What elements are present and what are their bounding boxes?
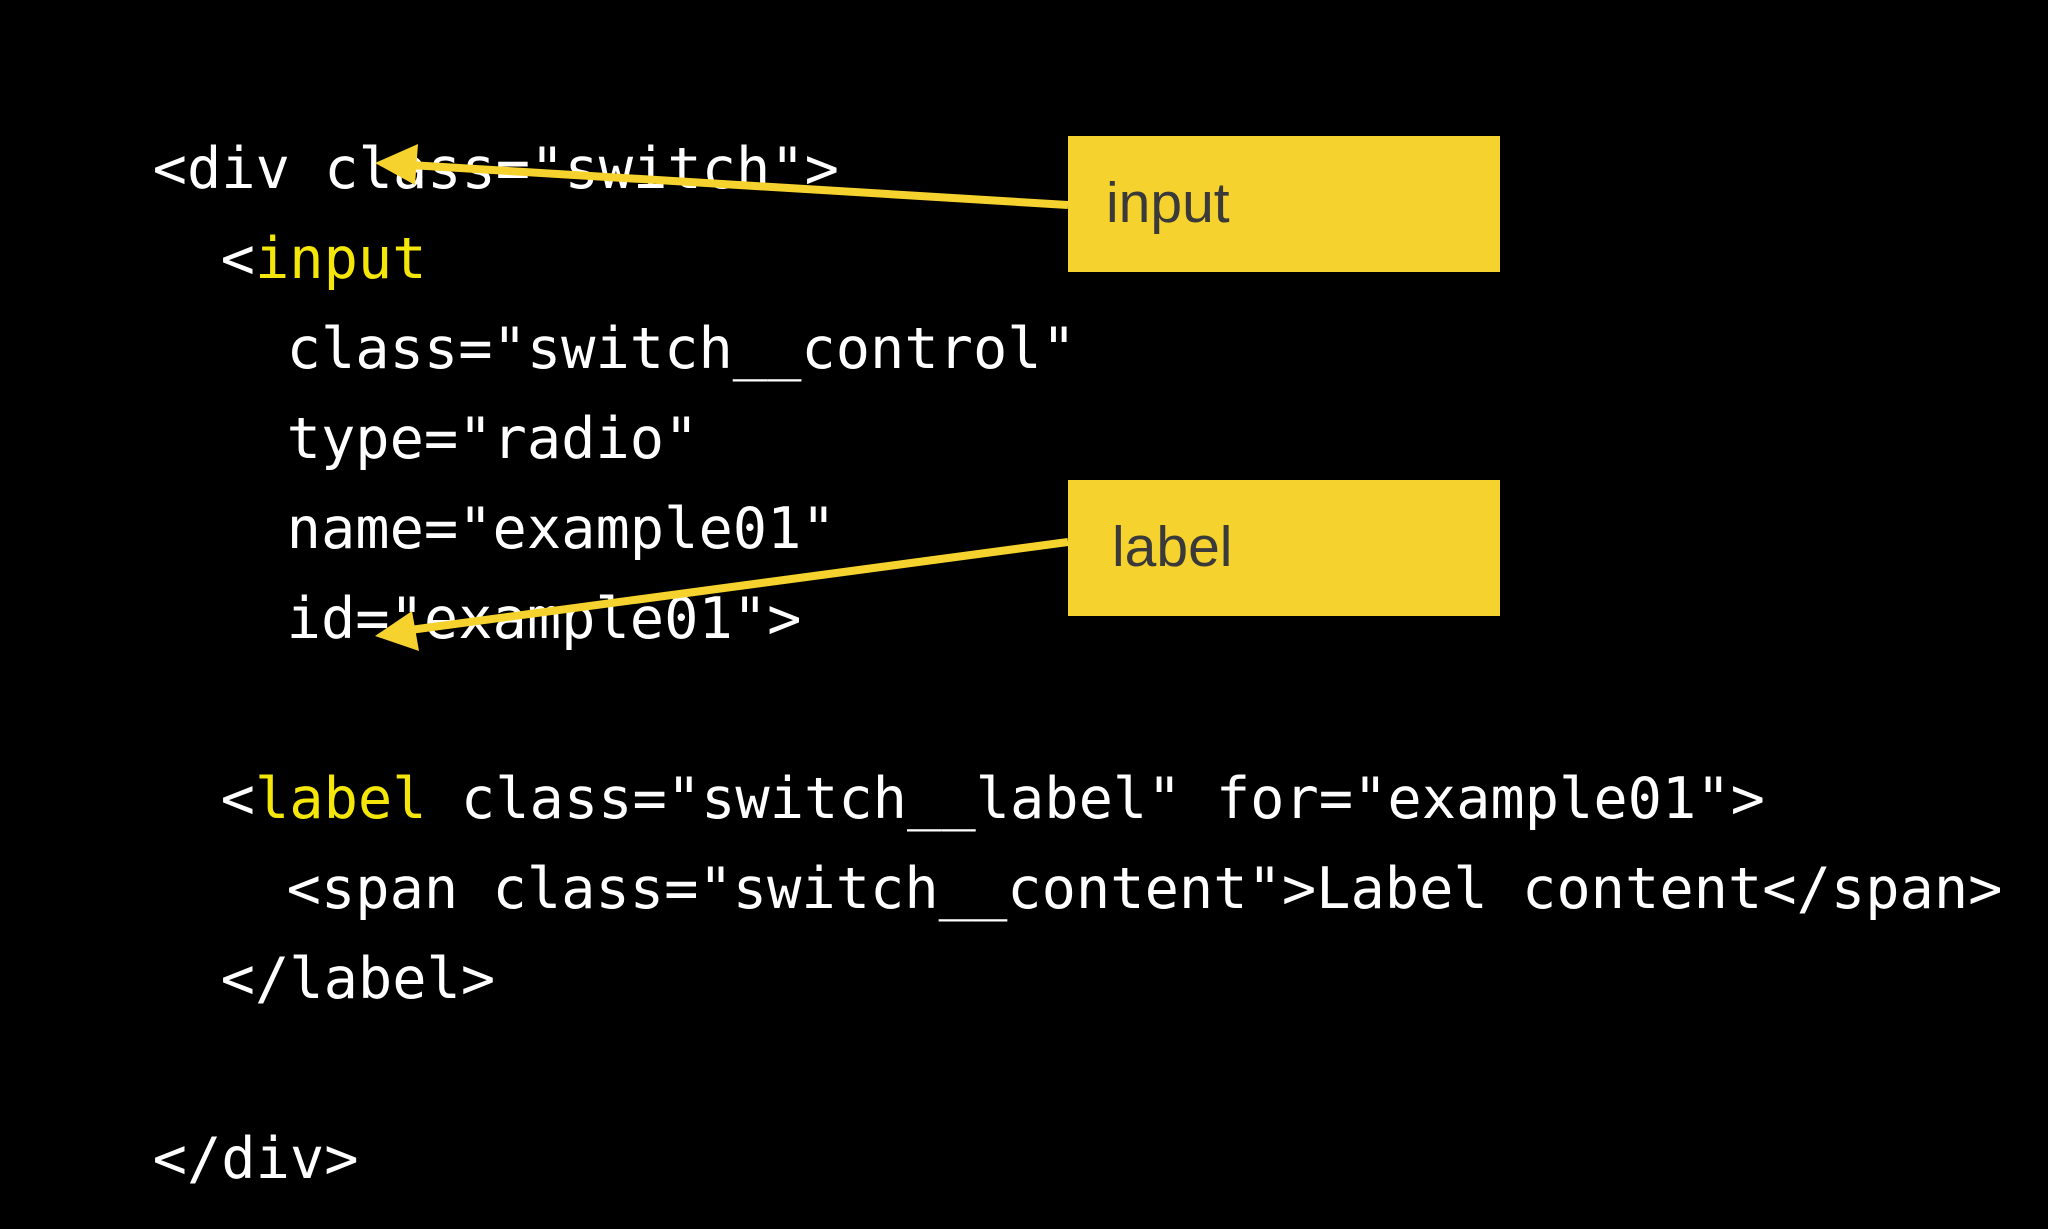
callout-label-label: label: [1112, 515, 1233, 579]
code-line-input-type: type="radio": [218, 304, 699, 472]
code-text: </div>: [152, 1126, 359, 1192]
code-line-input-open: <input: [152, 124, 427, 292]
callout-label: label: [1068, 480, 1500, 616]
code-text: type="radio": [286, 406, 699, 472]
code-text: </label>: [220, 946, 496, 1012]
code-line-input-id: id="example01">: [218, 484, 802, 652]
arrow-to-label: [409, 538, 1069, 634]
code-line-span: <span class="switch__content">Label cont…: [218, 754, 2003, 922]
callout-input: input: [1068, 136, 1500, 272]
code-text: name="example01": [286, 496, 836, 562]
code-line-div-close: </div>: [84, 1024, 359, 1192]
arrow-to-label-head: [375, 611, 419, 651]
label-keyword: label: [254, 766, 427, 832]
code-line-div-open: <div class="switch">: [84, 34, 839, 202]
code-text: id="example01">: [286, 586, 802, 652]
code-text: class="switch__label" for="example01">: [426, 766, 1765, 832]
code-text: <span class="switch__content">Label cont…: [286, 856, 2003, 922]
arrow-to-input: [409, 161, 1069, 209]
code-text: <div class="switch">: [152, 136, 839, 202]
input-keyword: input: [254, 226, 427, 292]
arrow-to-input-head: [375, 144, 418, 185]
callout-input-label: input: [1106, 171, 1230, 235]
code-line-input-name: name="example01": [218, 394, 836, 562]
code-bracket: <: [220, 226, 255, 292]
code-line-label-close: </label>: [152, 844, 496, 1012]
code-line-label-open: <label class="switch__label" for="exampl…: [152, 664, 1765, 832]
code-line-input-class: class="switch__control": [218, 214, 1076, 382]
code-bracket: <: [220, 766, 255, 832]
code-text: class="switch__control": [286, 316, 1076, 382]
